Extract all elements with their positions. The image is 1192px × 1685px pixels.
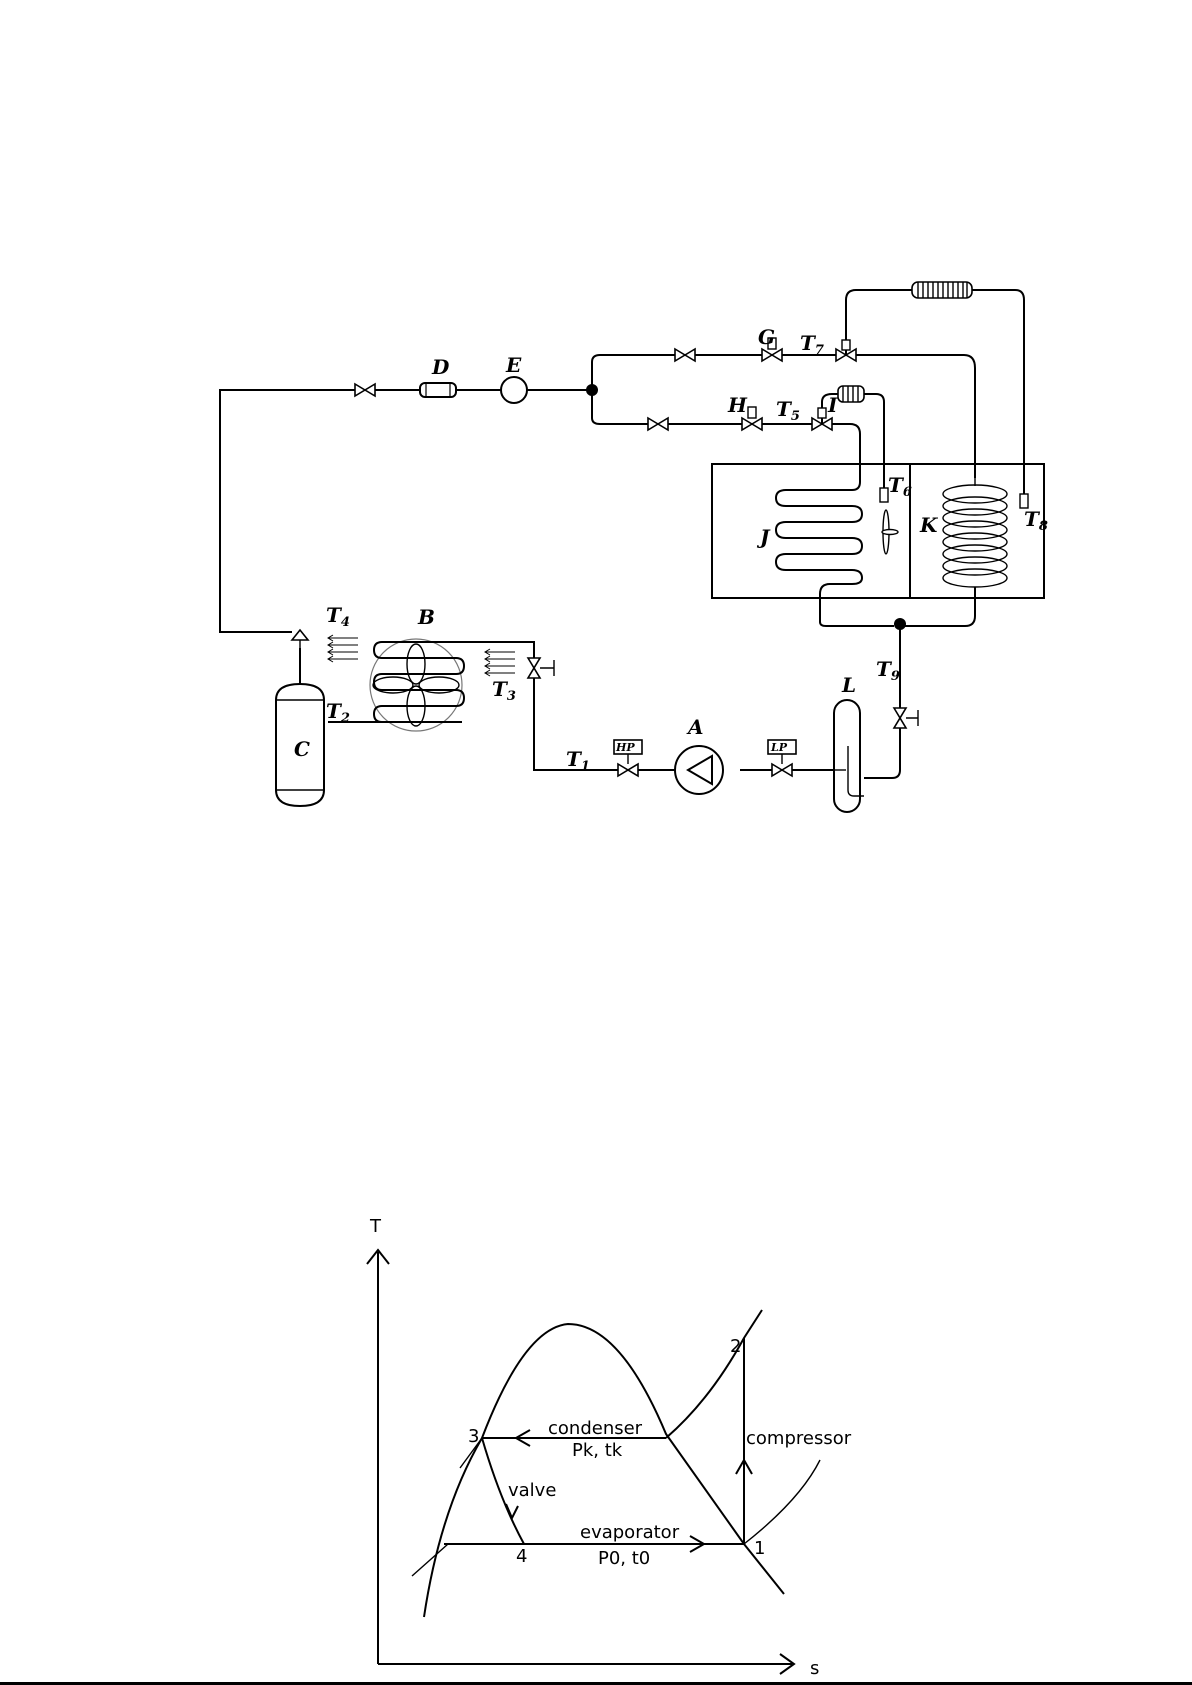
junction-dot bbox=[586, 384, 598, 396]
label-l: L bbox=[841, 673, 856, 697]
label-compressor: compressor bbox=[746, 1428, 852, 1449]
label-g: G bbox=[758, 325, 775, 349]
coil-j bbox=[776, 490, 894, 626]
label-t2: T2 bbox=[326, 699, 350, 726]
capillary-coil-top bbox=[912, 282, 972, 298]
airflow-arrows-t4 bbox=[328, 635, 358, 662]
fan-icon bbox=[882, 510, 898, 554]
label-t9: T9 bbox=[876, 657, 900, 684]
accumulator-l bbox=[834, 700, 864, 812]
filter-drier-d bbox=[420, 383, 456, 397]
pipe-discharge bbox=[534, 678, 675, 770]
label-t7: T7 bbox=[800, 331, 824, 358]
pipe-upper-branch bbox=[592, 355, 834, 390]
point-3: 3 bbox=[468, 1426, 479, 1447]
label-evaporator-params: P0, t0 bbox=[598, 1548, 650, 1569]
point-4: 4 bbox=[516, 1546, 527, 1567]
sight-glass-e bbox=[501, 377, 527, 403]
coil-k bbox=[900, 478, 1007, 626]
label-t4: T4 bbox=[326, 603, 350, 630]
label-t5: T5 bbox=[776, 397, 800, 424]
schematic-diagram: A B C D E G H I J K L HP LP T1 T2 T3 T4 … bbox=[220, 282, 1048, 812]
label-a: A bbox=[686, 715, 704, 739]
sensor-t6-bulb bbox=[880, 488, 888, 502]
isobar-low-right bbox=[744, 1460, 820, 1544]
superheat-curve bbox=[666, 1310, 762, 1438]
label-d: D bbox=[431, 355, 450, 379]
condenser-b bbox=[370, 639, 478, 731]
pipe-suction bbox=[864, 624, 900, 778]
shutoff-valve-main bbox=[355, 384, 375, 396]
pipe-to-condenser bbox=[478, 642, 534, 658]
label-i: I bbox=[827, 393, 838, 417]
pipe-capillary-top bbox=[846, 290, 912, 355]
label-condenser-params: Pk, tk bbox=[572, 1440, 623, 1461]
pipe-to-coil-k bbox=[834, 355, 975, 478]
x-axis-label: s bbox=[810, 1658, 819, 1679]
expansion-valve-upper bbox=[836, 340, 856, 361]
shutoff-valve-lower bbox=[648, 418, 668, 430]
compressor-a bbox=[675, 746, 723, 794]
hand-valve-b bbox=[528, 658, 554, 678]
label-lp: LP bbox=[770, 741, 788, 754]
label-condenser: condenser bbox=[548, 1418, 643, 1439]
point-2: 2 bbox=[730, 1336, 741, 1357]
label-j: J bbox=[756, 525, 771, 549]
label-valve: valve bbox=[508, 1480, 556, 1501]
y-axis-label: T bbox=[369, 1216, 382, 1237]
label-hp: HP bbox=[615, 741, 635, 754]
label-c: C bbox=[294, 737, 310, 761]
airflow-arrows-t3 bbox=[485, 649, 515, 676]
check-valve-icon bbox=[292, 630, 308, 640]
pipe-main-left bbox=[220, 390, 592, 632]
isobar-low-left bbox=[412, 1544, 448, 1576]
hand-valve-t9 bbox=[894, 708, 918, 728]
label-h: H bbox=[727, 393, 748, 417]
label-b: B bbox=[417, 605, 435, 629]
label-t3: T3 bbox=[492, 677, 516, 704]
label-k: K bbox=[919, 513, 939, 537]
ts-diagram: T s 1 2 3 4 condenser Pk, tk evaporator … bbox=[367, 1216, 852, 1679]
shutoff-valve-upper bbox=[675, 349, 695, 361]
label-t1: T1 bbox=[566, 747, 590, 774]
pipe-capillary-small-right bbox=[864, 394, 884, 494]
label-e: E bbox=[505, 353, 522, 377]
point-1: 1 bbox=[754, 1538, 765, 1559]
label-evaporator: evaporator bbox=[580, 1522, 680, 1543]
saturation-dome bbox=[424, 1324, 784, 1617]
label-t6: T6 bbox=[888, 473, 912, 500]
capillary-coil-small bbox=[838, 386, 864, 402]
sensor-t8-bulb bbox=[1020, 494, 1028, 508]
pipe-to-coil-j bbox=[790, 424, 860, 490]
